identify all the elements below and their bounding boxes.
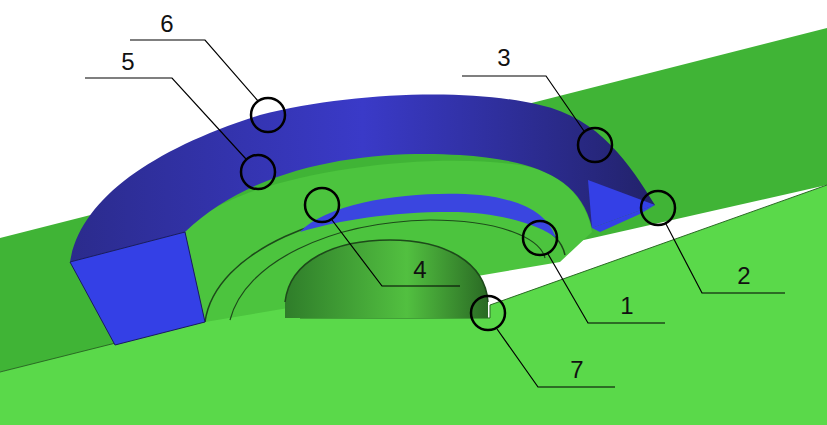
- groove-ring: [205, 205, 565, 322]
- bore-edge: [285, 240, 488, 302]
- leader-line: [462, 76, 584, 131]
- callout-circle: [641, 191, 675, 225]
- leader-line: [548, 254, 665, 323]
- leader-line: [497, 329, 615, 387]
- callout-circle: [578, 128, 612, 162]
- callout-number: 7: [570, 358, 583, 382]
- callout-number: 4: [413, 258, 426, 282]
- bore-wall: [285, 240, 488, 318]
- callout-circle: [251, 98, 285, 132]
- leader-line: [130, 40, 258, 101]
- rim-end-face: [70, 232, 205, 345]
- leader-line: [666, 224, 785, 293]
- rim-top: [70, 95, 655, 262]
- callout-number: 3: [497, 46, 510, 70]
- callout-circle: [471, 296, 505, 330]
- callout-number: 1: [620, 294, 633, 318]
- rim-end-face: [588, 180, 655, 228]
- leader-line: [85, 78, 246, 159]
- callout-number: 6: [160, 12, 173, 36]
- callout-circle: [241, 155, 275, 189]
- groove-ring: [230, 220, 545, 320]
- leader-line: [332, 220, 460, 286]
- callout-circle: [305, 188, 339, 222]
- callout-number: 2: [737, 264, 750, 288]
- callout-circle: [523, 221, 557, 255]
- callout-number: 5: [121, 50, 134, 74]
